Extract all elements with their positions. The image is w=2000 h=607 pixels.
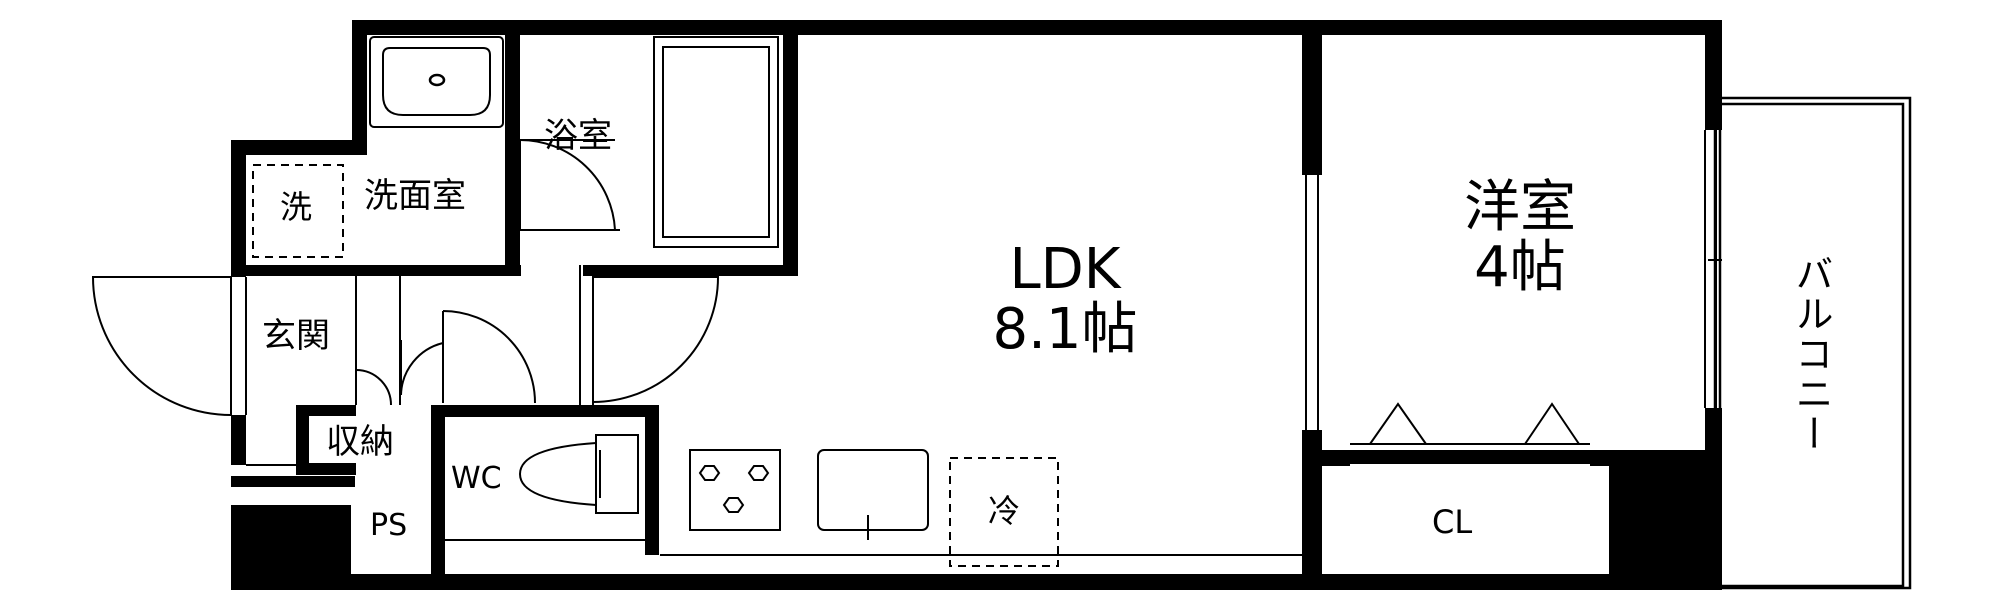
storage-label: 収納	[326, 422, 394, 462]
ldk-label: LDK 8.1帖	[970, 237, 1160, 363]
walls	[231, 20, 1722, 590]
entrance-label: 玄関	[262, 316, 330, 356]
washroom-label: 洗面室	[364, 176, 466, 216]
balcony-label: バルコニー	[1789, 254, 1834, 454]
doors	[91, 138, 1722, 445]
fridge-label: 冷	[988, 492, 1021, 530]
closet-label: CL	[1432, 503, 1473, 541]
shelf-label: 棚	[1636, 460, 1670, 500]
ldk-name: LDK	[1009, 237, 1121, 302]
western-room-name: 洋室	[1464, 175, 1576, 240]
ps-label: PS	[370, 508, 408, 543]
western-room-size: 4帖	[1474, 235, 1566, 301]
washer-label: 洗	[280, 188, 313, 226]
bathroom-label: 浴室	[544, 116, 612, 156]
wc-label: WC	[451, 461, 502, 496]
ldk-size: 8.1帖	[992, 297, 1138, 363]
fixtures	[252, 36, 1059, 567]
western-room-label: 洋室 4帖	[1440, 175, 1600, 301]
